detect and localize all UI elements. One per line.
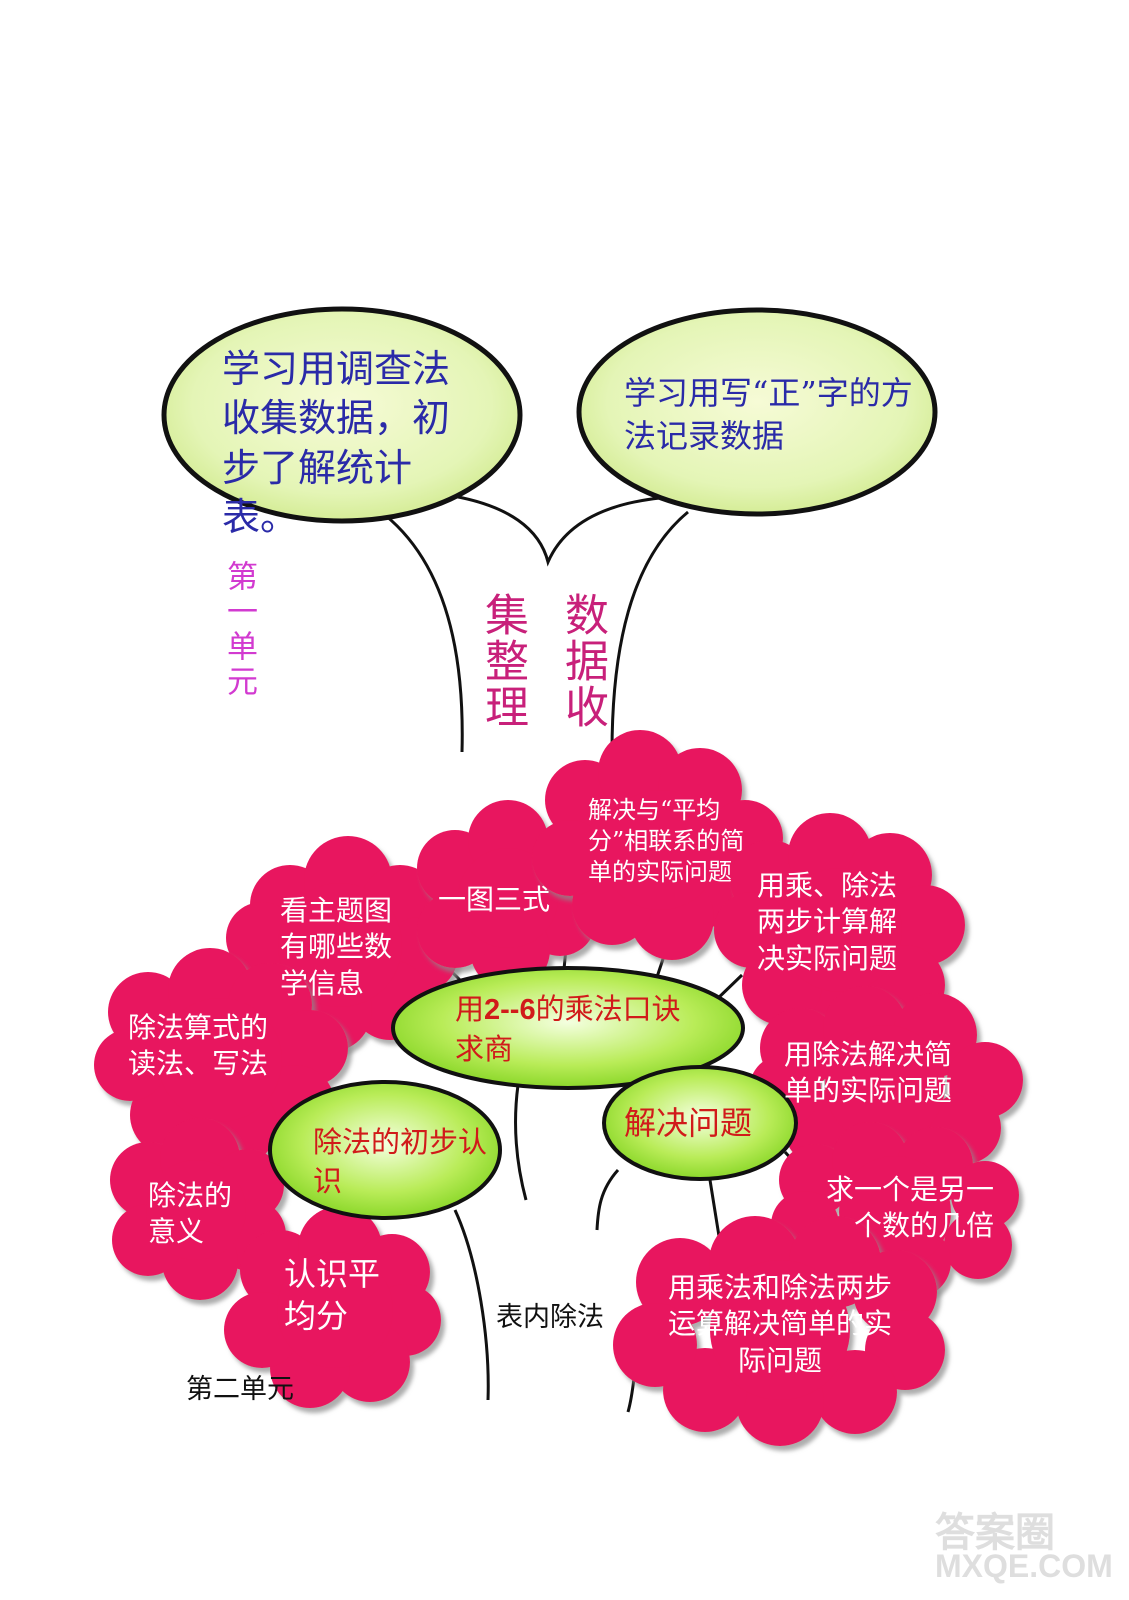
unit1-trunk-left-label: 集整理	[477, 592, 528, 730]
unit1-trunk-right-label: 数据收	[557, 592, 608, 730]
cloud-two-step-text: 用乘、除法两步计算解决实际问题	[757, 869, 898, 975]
hub-top-suffix: 的乘法口诀求商	[455, 992, 681, 1067]
unit1-trunk	[384, 493, 689, 753]
cloud-reading-writing-text: 除法算式的读法、写法	[128, 1011, 269, 1081]
hub-top-text: 用2--6的乘法口诀求商	[455, 990, 695, 1069]
unit1-label: 第一单元	[221, 560, 257, 700]
unit1-bubble-left-shape	[161, 306, 523, 524]
cloud-main-picture-text: 看主题图有哪些数学信息	[280, 894, 393, 1000]
hub-top-shape	[391, 966, 745, 1090]
cloud-know-share	[224, 1206, 441, 1408]
watermark-logo: 答案圈	[935, 1511, 1055, 1555]
hub-right-text: 解决问题	[624, 1104, 753, 1142]
unit2-trunk-label: 表内除法	[496, 1302, 604, 1333]
cloud-mul-and-div-text: 用乘法和除法两步运算解决简单的实际问题	[667, 1271, 892, 1377]
hub-left-text: 除法的初步认识	[313, 1125, 488, 1199]
watermark-url: MXQE.COM	[935, 1548, 1113, 1584]
hub-left-shape	[268, 1080, 502, 1220]
cloud-know-share-text: 认识平均分	[284, 1255, 381, 1335]
unit1-bubble-right-shape	[576, 307, 938, 517]
cloud-division-solve-text: 用除法解决简单的实际问题	[784, 1038, 953, 1108]
hub-top-bold: 2--6	[484, 994, 536, 1026]
cloud-times-of-text: 求一个是另一个数的几倍	[825, 1173, 994, 1243]
cloud-mul-and-div	[613, 1216, 945, 1446]
hub-top-prefix: 用	[455, 992, 485, 1026]
unit1-bubble-right: 学习用写“正”字的方法记录数据	[624, 374, 913, 456]
hub-right-shape	[602, 1065, 798, 1181]
unit1-bubble-left: 学习用调查法收集数据，初步了解统计表。	[222, 347, 451, 540]
cloud-division-meaning	[110, 1118, 286, 1300]
cloud-one-picture-text: 一图三式	[438, 883, 551, 916]
cloud-average-share-text: 解决与“平均分”相联系的简单的实际问题	[588, 796, 745, 887]
unit2-label: 第二单元	[186, 1374, 294, 1405]
cloud-two-step	[714, 813, 965, 1045]
cloud-division-meaning-text: 除法的意义	[148, 1179, 233, 1249]
